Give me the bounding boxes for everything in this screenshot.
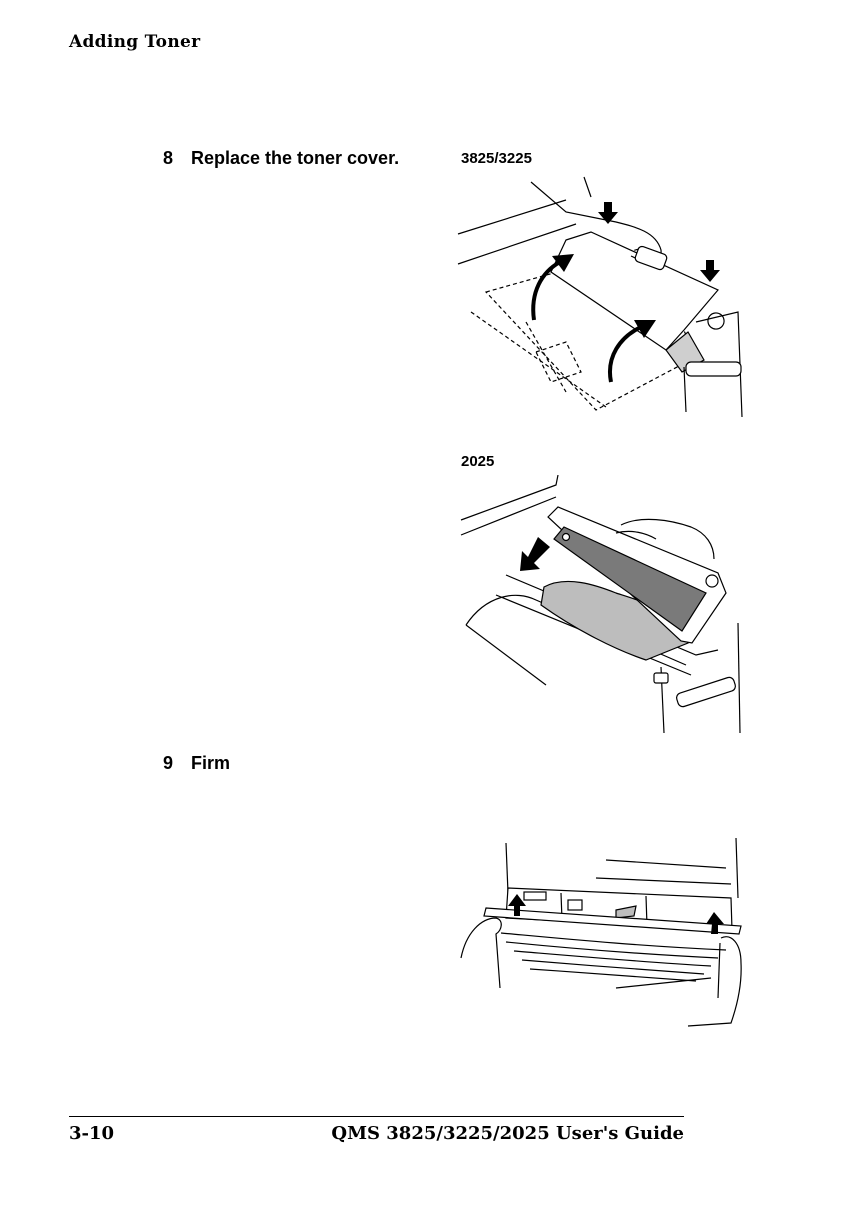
illustration-svg-front-cover (456, 838, 746, 1028)
guide-title: QMS 3825/3225/2025 User's Guide (331, 1123, 684, 1144)
step-text: Firm (191, 753, 230, 773)
step-text: Replace the toner cover. (191, 148, 399, 168)
illustration-svg-3825 (456, 172, 746, 422)
footer-rule (69, 1116, 684, 1117)
toner-cover-illustration-3825 (456, 172, 746, 422)
figure-caption-3825-3225: 3825/3225 (461, 150, 532, 167)
illustration-svg-2025 (456, 475, 746, 737)
toner-cover-illustration-2025 (456, 475, 746, 737)
front-cover-illustration (456, 838, 746, 1028)
running-header: Adding Toner (69, 32, 200, 52)
figure-caption-2025: 2025 (461, 453, 494, 470)
step-number: 8 (163, 148, 191, 169)
step-number: 9 (163, 753, 191, 774)
page-number: 3-10 (69, 1123, 114, 1144)
